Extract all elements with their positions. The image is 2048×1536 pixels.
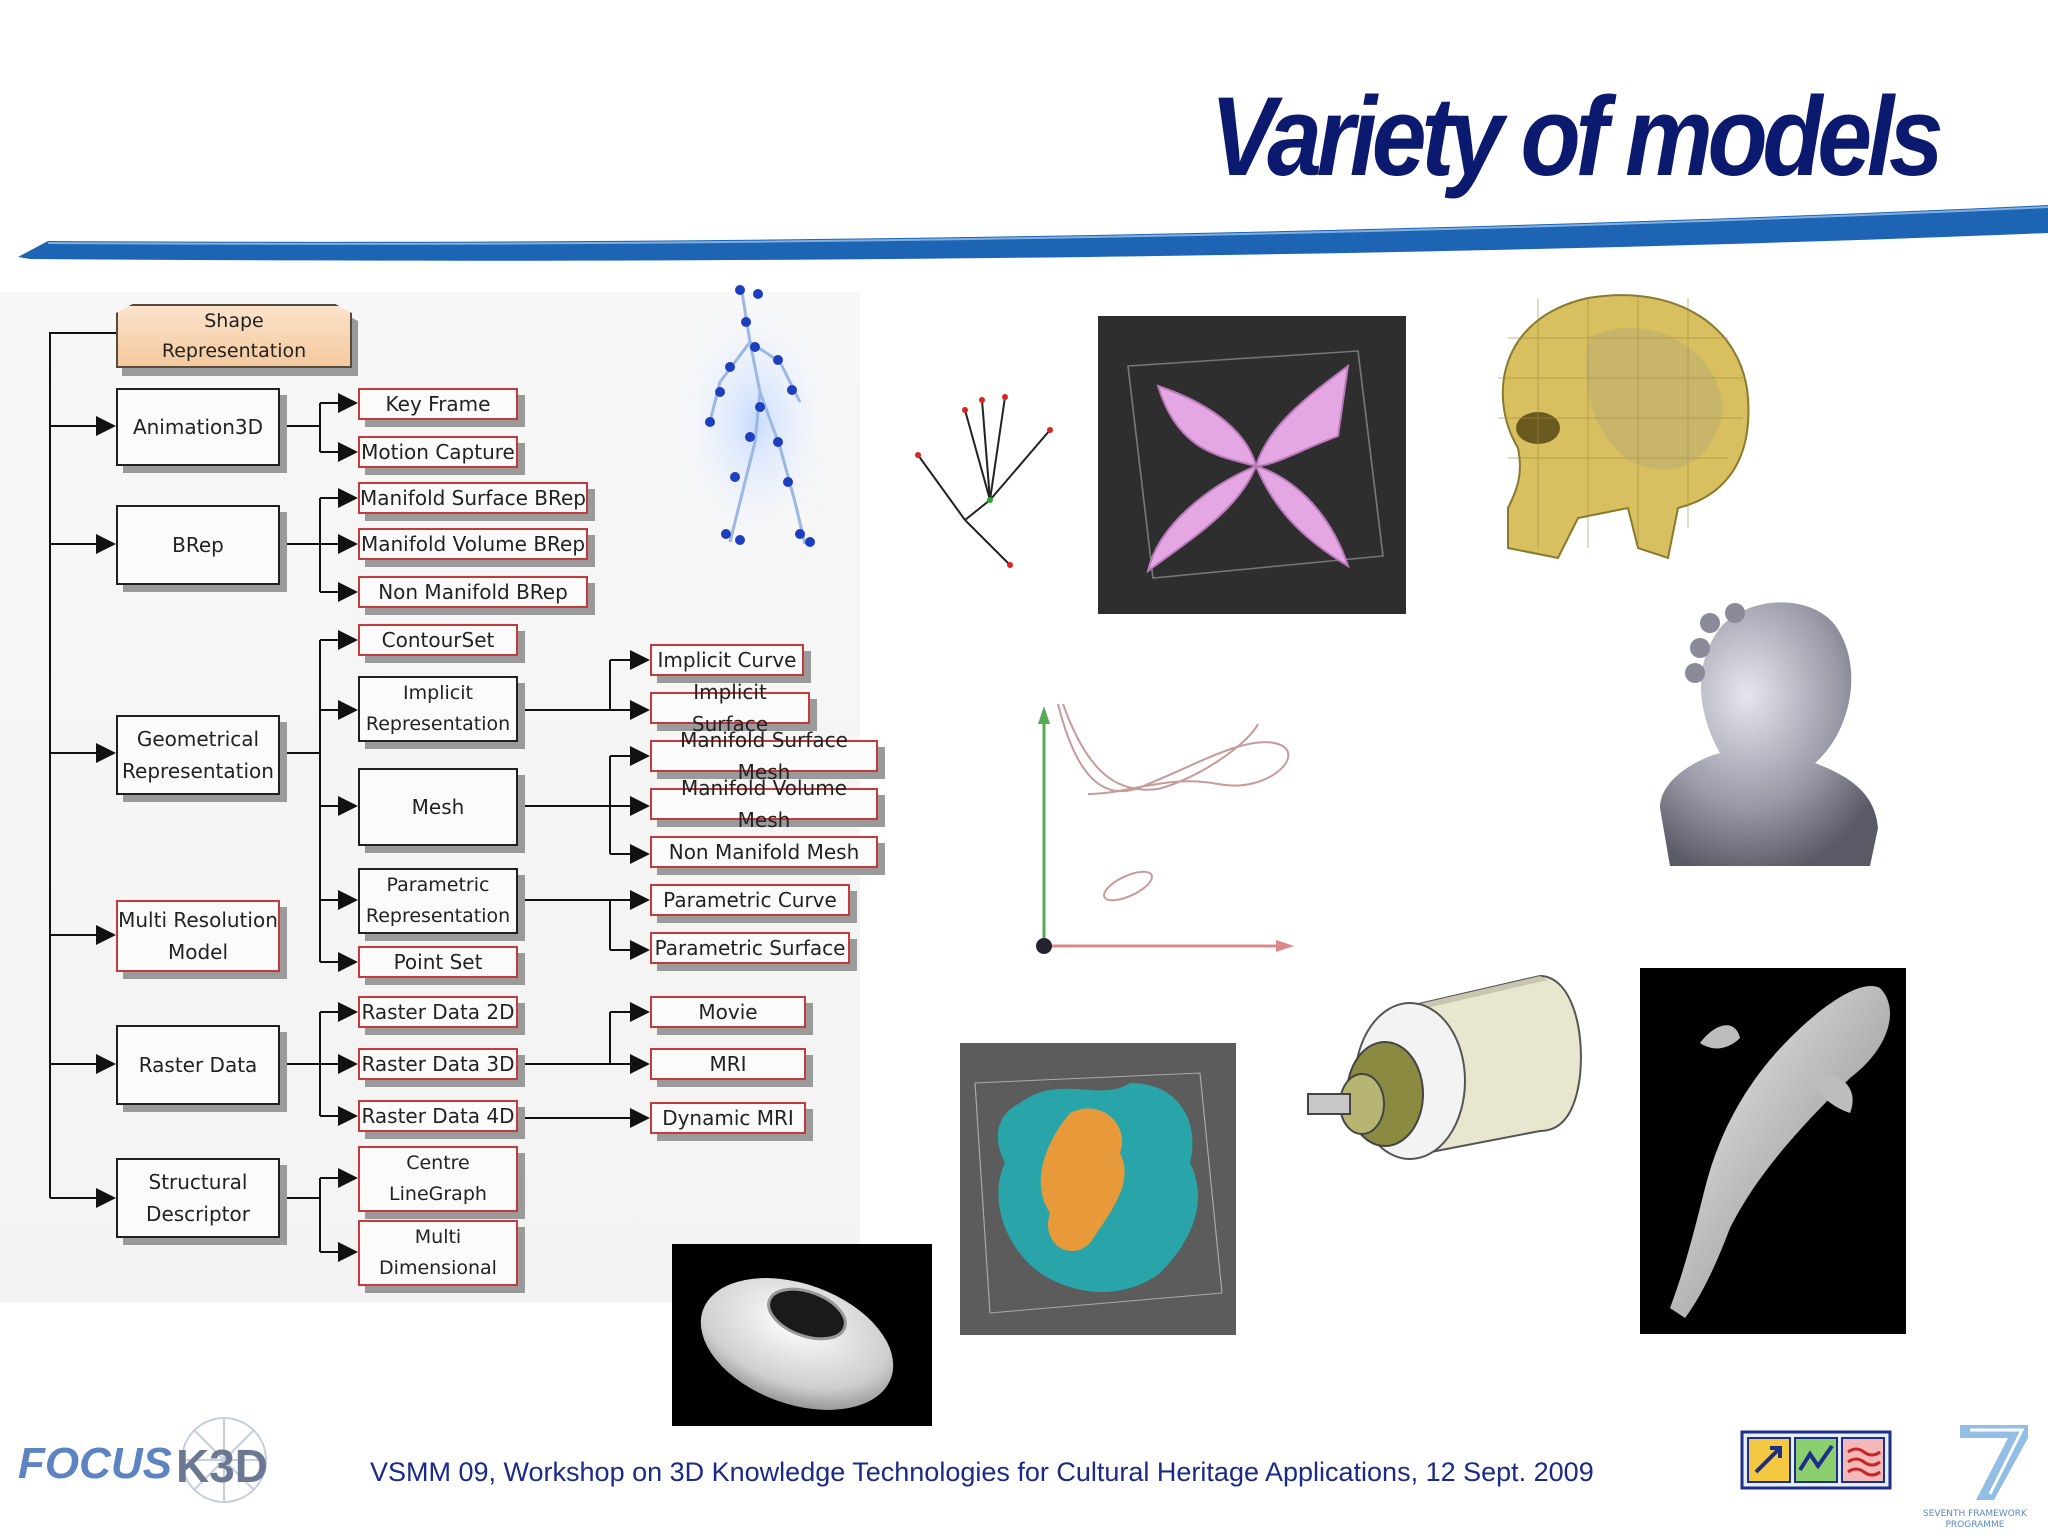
node-shape-representation: Shape Representation	[116, 304, 352, 368]
volume-raster	[960, 1043, 1236, 1335]
footer-caption: VSMM 09, Workshop on 3D Knowledge Techno…	[370, 1457, 1594, 1487]
node-contourset: ContourSet	[358, 624, 518, 656]
node-raster-data-3d: Raster Data 3D	[358, 1048, 518, 1080]
node-manifold-volume-mesh: Manifold Volume Mesh	[650, 776, 878, 832]
focus-word: FOCUS	[18, 1439, 172, 1488]
pink-implicit-surface	[1098, 316, 1406, 614]
node-structural-descriptor: Structural Descriptor	[116, 1158, 280, 1238]
node-dynamic-mri: Dynamic MRI	[650, 1102, 806, 1134]
node-movie: Movie	[650, 996, 806, 1028]
node-multi-resolution-model: Multi Resolution Model	[116, 900, 280, 972]
skull-mesh	[1478, 278, 1758, 568]
node-parametric-surface: Parametric Surface	[650, 932, 850, 964]
node-implicit-surface: Implicit Surface	[650, 680, 810, 736]
node-parametric-curve: Parametric Curve	[650, 884, 850, 916]
focus-k3d-logo: FOCUS K3D	[14, 1410, 289, 1520]
node-mri: MRI	[650, 1048, 806, 1080]
node-non-manifold-mesh: Non Manifold Mesh	[650, 836, 878, 868]
node-manifold-surface-brep: Manifold Surface BRep	[358, 482, 588, 514]
node-non-manifold-brep: Non Manifold BRep	[358, 576, 588, 608]
node-manifold-volume-brep: Manifold Volume BRep	[358, 528, 588, 560]
slide-title: Variety of models	[1209, 74, 1943, 199]
fp7-logo: SEVENTH FRAMEWORK PROGRAMME	[1910, 1420, 2040, 1530]
node-motion-capture: Motion Capture	[358, 436, 518, 468]
node-mesh: Mesh	[358, 768, 518, 846]
node-key-frame: Key Frame	[358, 388, 518, 420]
node-brep: BRep	[116, 505, 280, 585]
node-centre-linegraph: Centre LineGraph	[358, 1146, 518, 1212]
dolphin-model	[1640, 968, 1906, 1334]
motion-capture-figure	[660, 272, 850, 556]
fp7-line2: PROGRAMME	[1945, 1520, 2004, 1530]
node-implicit-curve: Implicit Curve	[650, 644, 804, 676]
cylinder-cad	[1300, 966, 1590, 1170]
node-parametric-representation: Parametric Representation	[358, 868, 518, 934]
node-geometrical-representation: Geometrical Representation	[116, 715, 280, 795]
node-manifold-surface-mesh: Manifold Surface Mesh	[650, 728, 878, 784]
node-animation3d: Animation3D	[116, 388, 280, 466]
k3d-word: K3D	[176, 1440, 268, 1492]
girl-bust-scan	[1640, 588, 1880, 866]
fp7-line1: SEVENTH FRAMEWORK	[1923, 1509, 2028, 1519]
node-implicit-representation: Implicit Representation	[358, 676, 518, 742]
node-raster-data-2d: Raster Data 2D	[358, 996, 518, 1028]
header-swoosh	[18, 205, 2048, 261]
node-multi-dimensional: Multi Dimensional	[358, 1220, 518, 1286]
implicit-curve-plot	[1018, 694, 1318, 964]
node-point-set: Point Set	[358, 946, 518, 978]
rotational-part	[672, 1244, 932, 1426]
node-raster-data: Raster Data	[116, 1025, 280, 1105]
skeleton-sketch	[910, 385, 1060, 575]
node-raster-data-4d: Raster Data 4D	[358, 1100, 518, 1132]
ist-logo	[1740, 1430, 1892, 1490]
